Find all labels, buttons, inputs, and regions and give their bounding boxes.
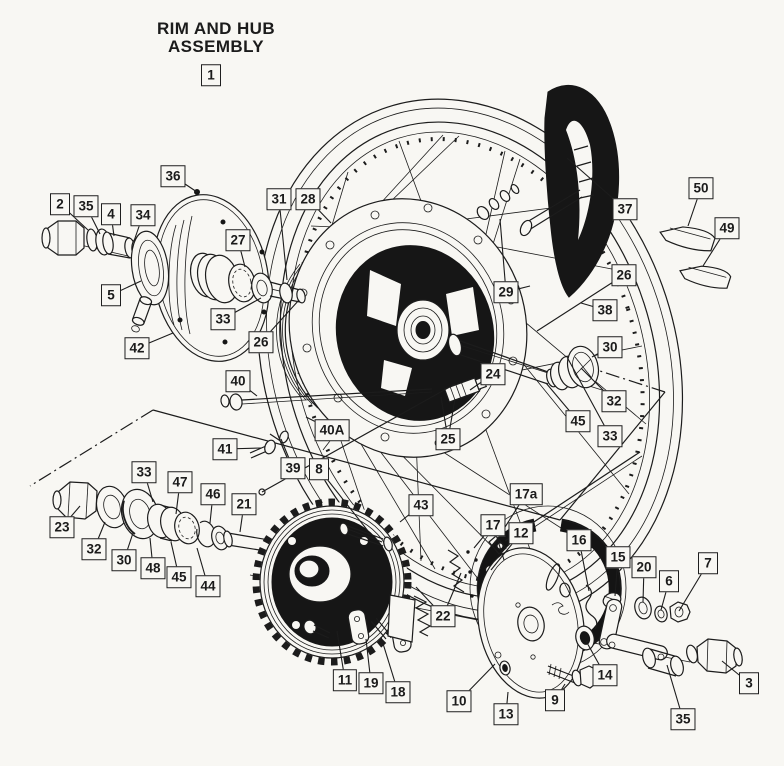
diagram-title-line2: ASSEMBLY xyxy=(167,37,265,57)
part-label-23: 23 xyxy=(49,516,75,538)
part-label-31: 31 xyxy=(266,188,292,210)
lower-axle-drawing xyxy=(52,481,327,562)
part-label-10: 10 xyxy=(446,690,472,712)
diagram-title-line1: RIM AND HUB xyxy=(156,19,276,38)
hub-drawing xyxy=(276,198,528,458)
part-label-36: 36 xyxy=(160,165,186,187)
part-label-15: 15 xyxy=(605,546,631,568)
rim-wedge-49 xyxy=(679,265,732,289)
part-label-24: 24 xyxy=(480,363,506,385)
part-label-44: 44 xyxy=(195,575,221,597)
part-label-45: 45 xyxy=(565,410,591,432)
part-label-38: 38 xyxy=(592,299,618,321)
part-label-46: 46 xyxy=(200,483,226,505)
part-label-14: 14 xyxy=(592,664,618,686)
part-label-20: 20 xyxy=(631,556,657,578)
front-left-axle-drawing xyxy=(41,220,170,333)
part-label-32: 32 xyxy=(81,538,107,560)
part-label-8: 8 xyxy=(309,458,329,480)
part-label-3: 3 xyxy=(739,672,759,694)
part-label-43: 43 xyxy=(408,494,434,516)
part-label-16: 16 xyxy=(566,529,592,551)
part-label-19: 19 xyxy=(358,672,384,694)
part-label-26: 26 xyxy=(611,264,637,286)
part-label-9: 9 xyxy=(545,689,565,711)
part-label-26: 26 xyxy=(248,331,274,353)
part-label-17: 17 xyxy=(480,514,506,536)
part-label-49: 49 xyxy=(714,217,740,239)
part-label-5: 5 xyxy=(101,284,121,306)
diagram-title: RIM AND HUB ASSEMBLY xyxy=(138,19,294,57)
valve-parts-drawing xyxy=(476,183,520,221)
part-label-41: 41 xyxy=(212,438,238,460)
part-label-48: 48 xyxy=(140,557,166,579)
part-label-39: 39 xyxy=(280,457,306,479)
part-label-30: 30 xyxy=(597,336,623,358)
part-label-35: 35 xyxy=(73,195,99,217)
part-label-12: 12 xyxy=(508,522,534,544)
part-label-50: 50 xyxy=(688,177,714,199)
part-label-25: 25 xyxy=(435,428,461,450)
part-label-13: 13 xyxy=(493,703,519,725)
spacer-35-drawing xyxy=(642,647,684,677)
part-label-4: 4 xyxy=(101,203,121,225)
part-label-11: 11 xyxy=(332,669,358,691)
part-label-40A: 40A xyxy=(314,419,350,441)
part-label-1: 1 xyxy=(201,64,221,86)
part-label-47: 47 xyxy=(167,471,193,493)
part-label-33: 33 xyxy=(131,461,157,483)
part-label-34: 34 xyxy=(130,204,156,226)
part-label-22: 22 xyxy=(430,605,456,627)
part-label-6: 6 xyxy=(659,570,679,592)
part-label-7: 7 xyxy=(698,552,718,574)
part-label-17a: 17a xyxy=(509,483,543,505)
part-label-2: 2 xyxy=(50,193,70,215)
part-label-21: 21 xyxy=(231,493,257,515)
part-label-28: 28 xyxy=(295,188,321,210)
part-label-18: 18 xyxy=(385,681,411,703)
sprocket-drawing xyxy=(252,498,412,666)
part-label-32: 32 xyxy=(601,390,627,412)
part-label-40: 40 xyxy=(225,370,251,392)
part-label-33: 33 xyxy=(210,308,236,330)
part-label-45: 45 xyxy=(166,566,192,588)
part-label-27: 27 xyxy=(225,229,251,251)
part-label-30: 30 xyxy=(111,549,137,571)
security-bolt-drawing xyxy=(519,84,620,298)
rods-drawing xyxy=(220,383,456,496)
part-label-29: 29 xyxy=(493,281,519,303)
part-label-35: 35 xyxy=(670,708,696,730)
part-label-42: 42 xyxy=(124,337,150,359)
part-label-37: 37 xyxy=(612,198,638,220)
rim-wedge-50 xyxy=(659,226,716,252)
axle-bolt-3-drawing xyxy=(686,638,743,674)
part-label-33: 33 xyxy=(597,425,623,447)
